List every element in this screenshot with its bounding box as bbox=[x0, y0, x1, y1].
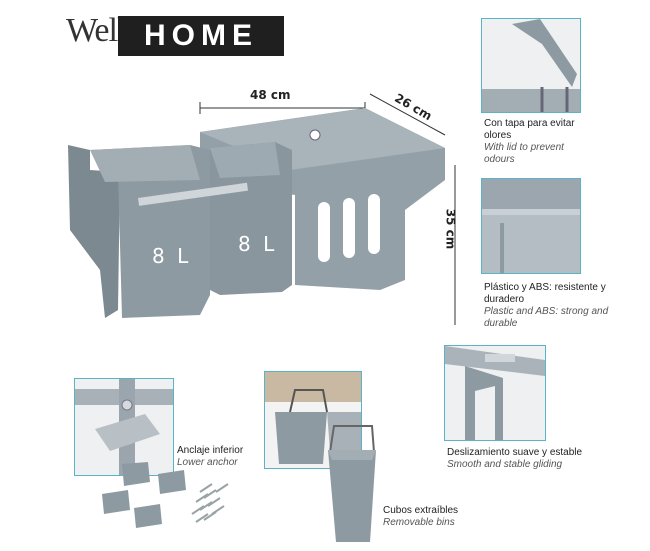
material-caption-es: Plástico y ABS: resistente y duradero bbox=[484, 282, 606, 305]
brand-logo-home: HOME bbox=[144, 19, 258, 52]
dimension-height-label: 35 cm bbox=[443, 208, 458, 250]
anchor-caption-en: Lower anchor bbox=[177, 457, 238, 468]
anchor-caption-es: Anclaje inferior bbox=[177, 445, 244, 456]
slide-caption: Deslizamiento suave y estable Smooth and… bbox=[447, 447, 587, 471]
bin-capacity-right: 8 L bbox=[238, 232, 278, 256]
material-caption-en: Plastic and ABS: strong and durable bbox=[484, 306, 609, 329]
anchor-caption: Anclaje inferior Lower anchor bbox=[177, 445, 287, 469]
bins-caption: Cubos extraíbles Removable bins bbox=[383, 505, 493, 529]
anchor-parts-image bbox=[102, 462, 229, 528]
slide-caption-en: Smooth and stable gliding bbox=[447, 459, 563, 470]
product-main-image bbox=[68, 93, 456, 325]
bins-caption-en: Removable bins bbox=[383, 517, 455, 528]
lid-detail-image bbox=[481, 18, 581, 113]
bins-caption-es: Cubos extraíbles bbox=[383, 505, 459, 516]
bin-capacity-left: 8 L bbox=[152, 244, 192, 268]
material-caption: Plástico y ABS: resistente y duradero Pl… bbox=[484, 282, 624, 330]
removable-bin-image bbox=[328, 425, 376, 542]
slide-detail-image bbox=[444, 345, 546, 441]
lid-caption: Con tapa para evitar olores With lid to … bbox=[484, 118, 594, 166]
anchor-detail-image bbox=[74, 378, 174, 476]
lid-caption-en: With lid to prevent odours bbox=[484, 142, 564, 165]
dimension-width-label: 48 cm bbox=[250, 88, 291, 102]
lid-caption-es: Con tapa para evitar olores bbox=[484, 118, 575, 141]
slide-caption-es: Deslizamiento suave y estable bbox=[447, 447, 583, 458]
material-detail-image bbox=[481, 178, 581, 274]
brand-logo-box bbox=[118, 16, 284, 56]
brand-logo-well: Well bbox=[66, 12, 126, 49]
